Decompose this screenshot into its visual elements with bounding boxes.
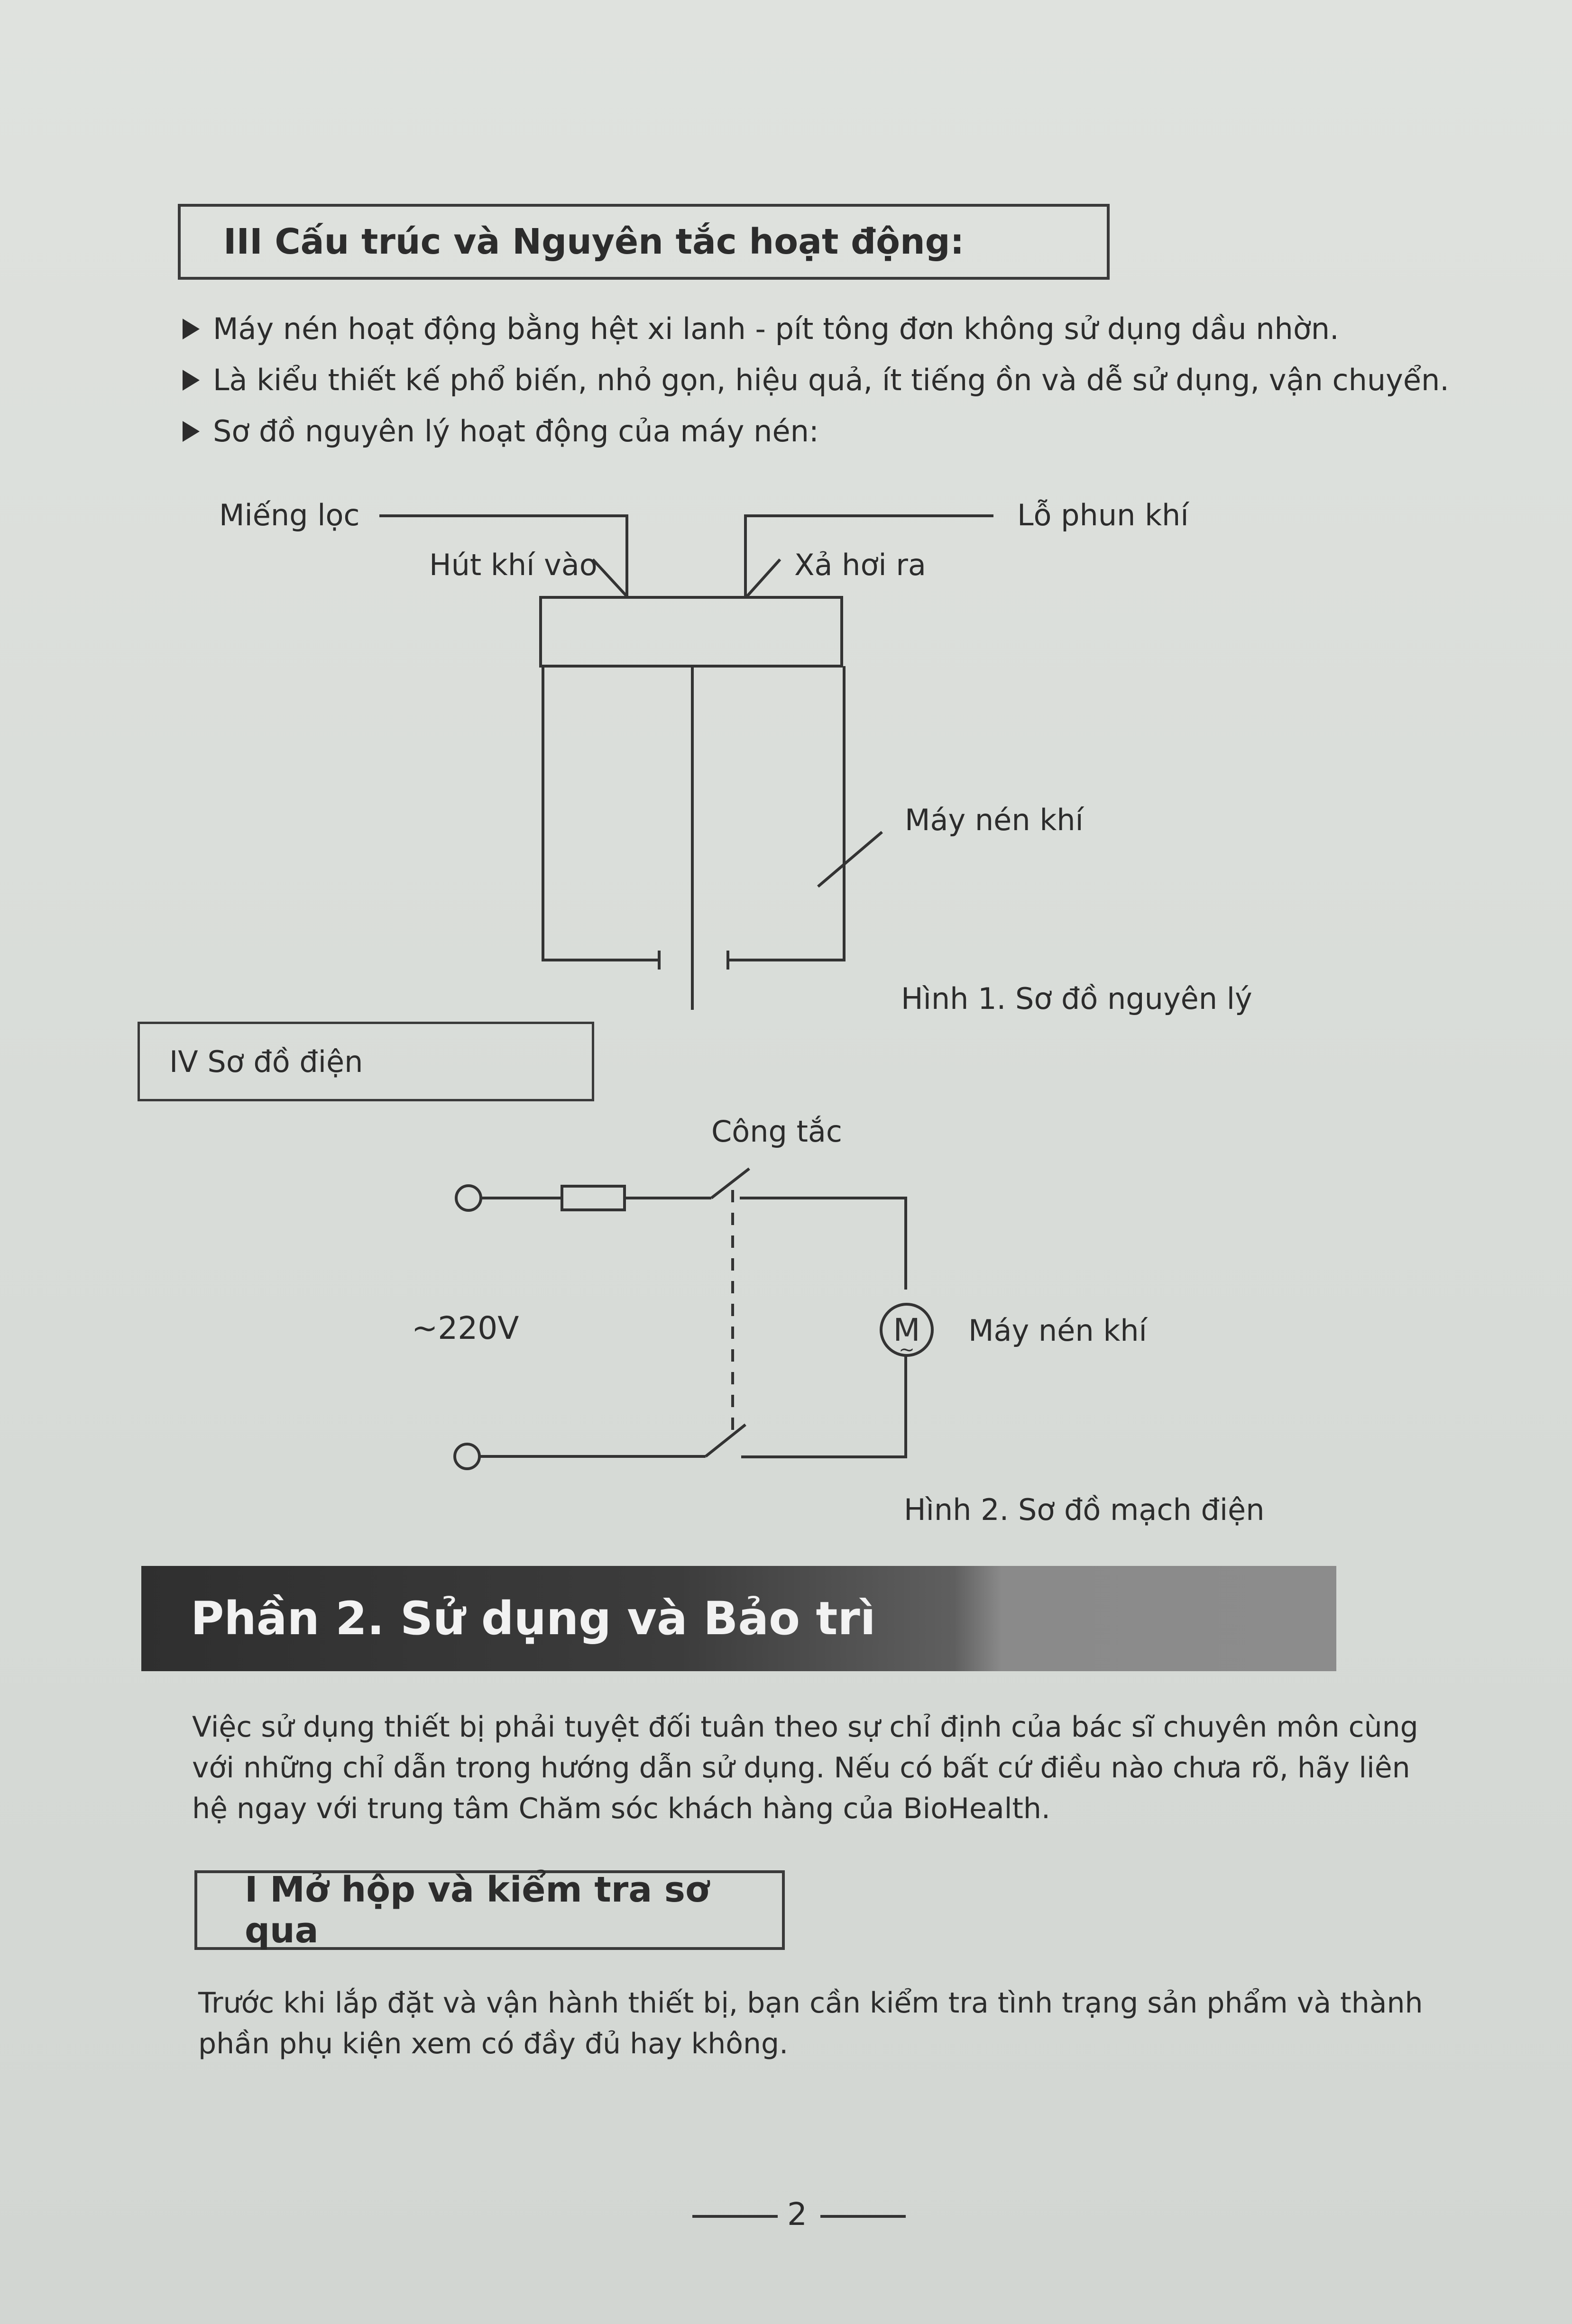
- part-2-banner: Phần 2. Sử dụng và Bảo trì: [141, 1566, 1336, 1671]
- compressor-pointer: [817, 831, 883, 888]
- compressor-label: Máy nén khí: [905, 803, 1084, 837]
- compressor-head: [539, 596, 843, 668]
- bullet-item: Là kiểu thiết kế phổ biến, nhỏ gọn, hiệu…: [183, 355, 1449, 406]
- switch-blade-top: [710, 1167, 750, 1199]
- figure-1-caption: Hình 1. Sơ đồ nguyên lý: [901, 981, 1252, 1016]
- section-4-heading: IV Sơ đồ điện: [138, 1022, 594, 1101]
- triangle-bullet-icon: [183, 421, 200, 442]
- part-2-intro: Việc sử dụng thiết bị phải tuyệt đối tuâ…: [192, 1711, 1418, 1825]
- section-3-title: III Cấu trúc và Nguyên tắc hoạt động:: [223, 221, 965, 262]
- section-3-bullet-list: Máy nén hoạt động bằng hệt xi lanh - pít…: [183, 303, 1449, 457]
- voltage-label: ~220V: [412, 1310, 519, 1346]
- part-2-title: Phần 2. Sử dụng và Bảo trì: [191, 1592, 876, 1645]
- fuse-symbol: [561, 1185, 626, 1211]
- intake-label: Hút khí vào: [429, 548, 598, 582]
- switch-blade-bottom: [705, 1423, 746, 1458]
- terminal-top: [455, 1184, 482, 1212]
- intake-pointer: [591, 558, 628, 598]
- bullet-item: Máy nén hoạt động bằng hệt xi lanh - pít…: [183, 303, 1449, 355]
- wire-bottom-2: [741, 1356, 907, 1458]
- bullet-item: Sơ đồ nguyên lý hoạt động của máy nén:: [183, 406, 1449, 457]
- compressor-body-right: [728, 666, 846, 961]
- terminal-bottom: [453, 1443, 481, 1470]
- triangle-bullet-icon: [183, 370, 200, 391]
- section-4-title: IV Sơ đồ điện: [169, 1044, 363, 1079]
- motor-symbol: [880, 1303, 934, 1357]
- filter-leader-line: [379, 514, 628, 597]
- motor-letter: M: [893, 1312, 920, 1348]
- unbox-title: I Mở hộp và kiểm tra sơ qua: [245, 1869, 709, 1951]
- unbox-heading: I Mở hộp và kiểm tra sơ qua: [194, 1869, 785, 1951]
- compressor-body-left: [542, 666, 659, 961]
- motor-tilde: ~: [899, 1339, 915, 1361]
- motor-compressor-label: Máy nén khí: [968, 1313, 1147, 1348]
- triangle-bullet-icon: [183, 319, 200, 339]
- filter-label: Miếng lọc: [219, 498, 360, 532]
- exhaust-pointer: [745, 558, 781, 598]
- page-number: 2: [787, 2196, 807, 2233]
- figure-2-caption: Hình 2. Sơ đồ mạch điện: [904, 1492, 1265, 1527]
- switch-label: Công tắc: [711, 1114, 842, 1149]
- unbox-text: Trước khi lắp đặt và vận hành thiết bị, …: [198, 1986, 1423, 2060]
- wire-top-3: [740, 1197, 907, 1290]
- nozzle-leader-line: [744, 514, 993, 597]
- section-3-heading: III Cấu trúc và Nguyên tắc hoạt động:: [178, 204, 1110, 280]
- exhaust-label: Xả hơi ra: [794, 548, 926, 582]
- nozzle-label: Lỗ phun khí: [1017, 498, 1189, 532]
